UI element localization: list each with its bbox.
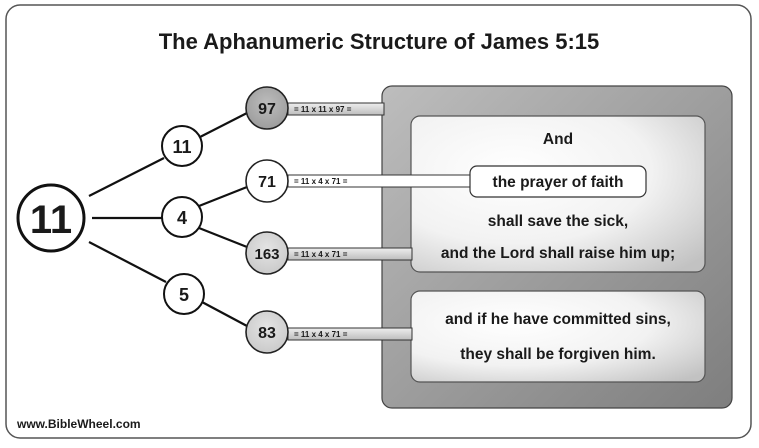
root-node	[16, 183, 86, 253]
branch-node-4	[161, 196, 203, 238]
line-4-to-163	[198, 226, 248, 249]
branch-node-11-label: 11	[172, 137, 191, 157]
leaf-node-71-label: 71	[258, 174, 276, 191]
line-root-to-5	[88, 241, 167, 283]
leaf-node-163-label: 163	[254, 246, 279, 263]
leaf-node-97-label: 97	[258, 101, 276, 118]
leaf-node-83	[245, 310, 289, 354]
leaf-node-83-label: 83	[258, 325, 276, 342]
verse-line-save-the-sick: shall save the sick,	[488, 213, 628, 230]
equation-97: = 11 x 11 x 97 =	[294, 105, 352, 114]
branch-node-5-label: 5	[179, 285, 189, 305]
branch-node-4-label: 4	[177, 208, 187, 228]
branch-node-11	[161, 125, 203, 167]
line-11-to-97	[199, 112, 248, 138]
line-4-to-71	[198, 185, 248, 208]
page-title: The Aphanumeric Structure of James 5:15	[159, 29, 600, 54]
line-5-to-83	[201, 301, 248, 327]
verse-line-prayer-of-faith: the prayer of faith	[493, 174, 624, 191]
root-node-label: 11	[30, 198, 72, 242]
equation-163: = 11 x 4 x 71 =	[294, 250, 348, 259]
verse-line-committed-sins: and if he have committed sins,	[445, 311, 671, 328]
branch-node-5	[163, 273, 205, 315]
verse-line-and: And	[543, 131, 573, 148]
leaf-node-97	[245, 86, 289, 130]
leaf-node-163	[245, 231, 289, 275]
line-root-to-11	[88, 157, 165, 197]
highlight-box	[469, 165, 647, 198]
leaf-node-71	[245, 159, 289, 203]
equation-71: = 11 x 4 x 71 =	[294, 177, 348, 186]
equation-83: = 11 x 4 x 71 =	[294, 330, 348, 339]
tree-lines	[88, 112, 248, 327]
footer-url: www.BibleWheel.com	[16, 417, 141, 431]
verse-lower-box	[410, 290, 706, 383]
verse-line-raise-him-up: and the Lord shall raise him up;	[441, 245, 675, 262]
verse-line-forgiven-him: they shall be forgiven him.	[460, 346, 656, 363]
